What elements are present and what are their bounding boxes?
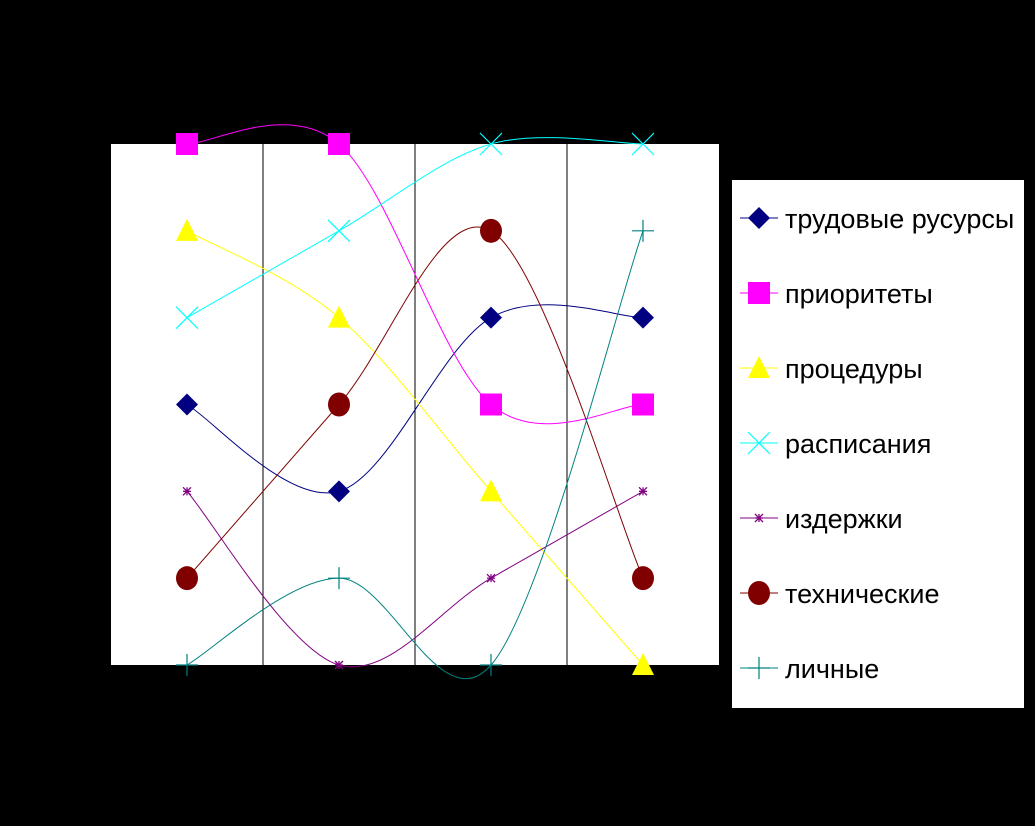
data-point-s1-p4: [632, 306, 654, 329]
data-point-s6-p2: [328, 392, 350, 417]
series-line-1: [186, 304, 644, 494]
legend-label-6: технические: [785, 579, 939, 609]
data-point-s7-p1: [176, 654, 198, 676]
data-point-s5-p2: [334, 660, 344, 670]
series-line-5: [186, 490, 644, 668]
legend-label-3: процедуры: [785, 354, 923, 384]
data-point-s4-p1: [175, 306, 199, 330]
legend-marker-7: [748, 657, 770, 679]
data-point-s3-p4: [632, 653, 654, 675]
data-point-s7-p4: [632, 219, 654, 242]
data-point-s5-p3: [486, 573, 496, 583]
data-point-s2-p1: [176, 133, 198, 155]
data-point-s4-p2: [327, 219, 351, 243]
legend-label-5: издержки: [785, 504, 903, 534]
data-point-s2-p3: [480, 393, 502, 416]
legend: трудовые русурсы приоритеты процедуры распи…: [732, 180, 1024, 708]
legend-entry-5: издержки: [740, 504, 903, 534]
data-point-s6-p4: [632, 566, 654, 591]
series-line-2: [186, 124, 644, 425]
data-point-s5-p1: [182, 486, 192, 496]
data-point-s2-p2: [328, 133, 350, 155]
series-line-3: [186, 230, 644, 666]
data-point-s3-p1: [176, 218, 198, 241]
data-point-s3-p2: [328, 305, 350, 328]
legend-label-1: трудовые русурсы: [785, 204, 1014, 234]
legend-label-4: расписания: [785, 429, 931, 459]
legend-marker-6: [748, 581, 770, 605]
legend-entry-2: приоритеты: [740, 279, 933, 309]
legend-entry-6: технические: [740, 579, 939, 609]
legend-entry-1: трудовые русурсы: [740, 204, 1014, 234]
legend-marker-1: [748, 207, 770, 229]
legend-marker-5: [754, 513, 764, 523]
data-point-s4-p4: [631, 132, 655, 156]
data-point-s6-p3: [480, 218, 502, 243]
data-point-s3-p3: [480, 479, 502, 502]
data-point-s1-p3: [480, 306, 502, 329]
legend-entry-3: процедуры: [740, 354, 923, 384]
data-point-s7-p3: [480, 654, 502, 676]
legend-entry-7: личные: [740, 654, 879, 684]
legend-label-7: личные: [785, 654, 879, 684]
legend-marker-3: [748, 356, 770, 378]
series-line-4: [186, 137, 644, 319]
data-point-s5-p4: [638, 486, 648, 496]
legend-marker-2: [748, 282, 770, 304]
series-lines: [186, 124, 644, 680]
series-line-7: [186, 230, 644, 680]
data-point-s1-p2: [328, 480, 350, 503]
legend-label-2: приоритеты: [785, 279, 933, 309]
data-point-s6-p1: [176, 566, 198, 591]
legend-marker-4: [747, 431, 771, 455]
data-point-s2-p4: [632, 393, 654, 416]
data-point-s7-p2: [328, 567, 350, 590]
legend-box: [732, 180, 1024, 708]
data-point-s1-p1: [176, 393, 198, 416]
legend-entry-4: расписания: [740, 429, 931, 459]
series-markers: [175, 132, 655, 676]
data-point-s4-p3: [479, 132, 503, 156]
